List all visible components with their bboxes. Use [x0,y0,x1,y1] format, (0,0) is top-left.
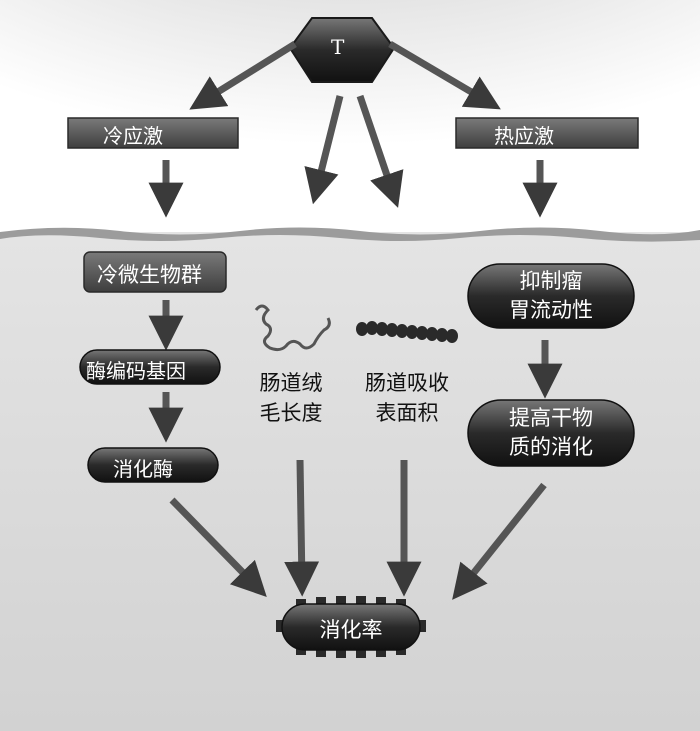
inhibit-pill [467,263,635,329]
arrow-t-to-heat [388,40,501,110]
villus-label: 肠道绒 毛长度 [246,368,336,428]
absorb-label-line1: 肠道吸收 [365,371,449,395]
outcome-node [276,596,426,658]
outcome-label: 消化率 [319,618,383,642]
heat-stress-box [455,117,639,149]
absorb-label-line2: 表面积 [375,401,439,425]
inhibit-label: 抑制瘤 胃流动性 [468,267,634,325]
microbiota-box [83,251,227,293]
improve-label: 提高干物 质的消化 [468,404,634,462]
arrow-improve-to-outcome [452,482,547,600]
enzyme-pill [87,447,219,483]
improve-pill [467,399,635,467]
villus-label-line1: 肠道绒 [259,371,323,395]
gene-pill [79,349,221,385]
inhibit-label-line2: 胃流动性 [509,298,593,322]
gene-label: 酶编码基因 [86,359,186,383]
cold-stress-box [67,117,239,149]
arrow-t-to-villus [304,95,344,205]
villus-label-line2: 毛长度 [259,401,323,425]
cold-stress-label: 冷应激 [103,124,163,148]
enzyme-label: 消化酶 [113,457,173,481]
arrow-villus-to-outcome [284,459,320,597]
arrow-t-to-absorb [356,94,404,208]
improve-label-line1: 提高干物 [509,406,593,430]
arrow-t-to-cold [189,41,297,110]
microbiota-label: 冷微生物群 [97,263,202,287]
arrow-enzyme-to-outcome [169,497,267,598]
inhibit-label-line1: 抑制瘤 [519,269,583,293]
improve-label-line2: 质的消化 [509,435,593,459]
heat-stress-label: 热应激 [494,124,554,148]
villus-icon [254,304,331,352]
absorb-label: 肠道吸收 表面积 [352,368,462,428]
gut-membrane [0,227,700,242]
absorption-surface-icon [356,321,458,343]
temperature-label: T [331,35,345,59]
